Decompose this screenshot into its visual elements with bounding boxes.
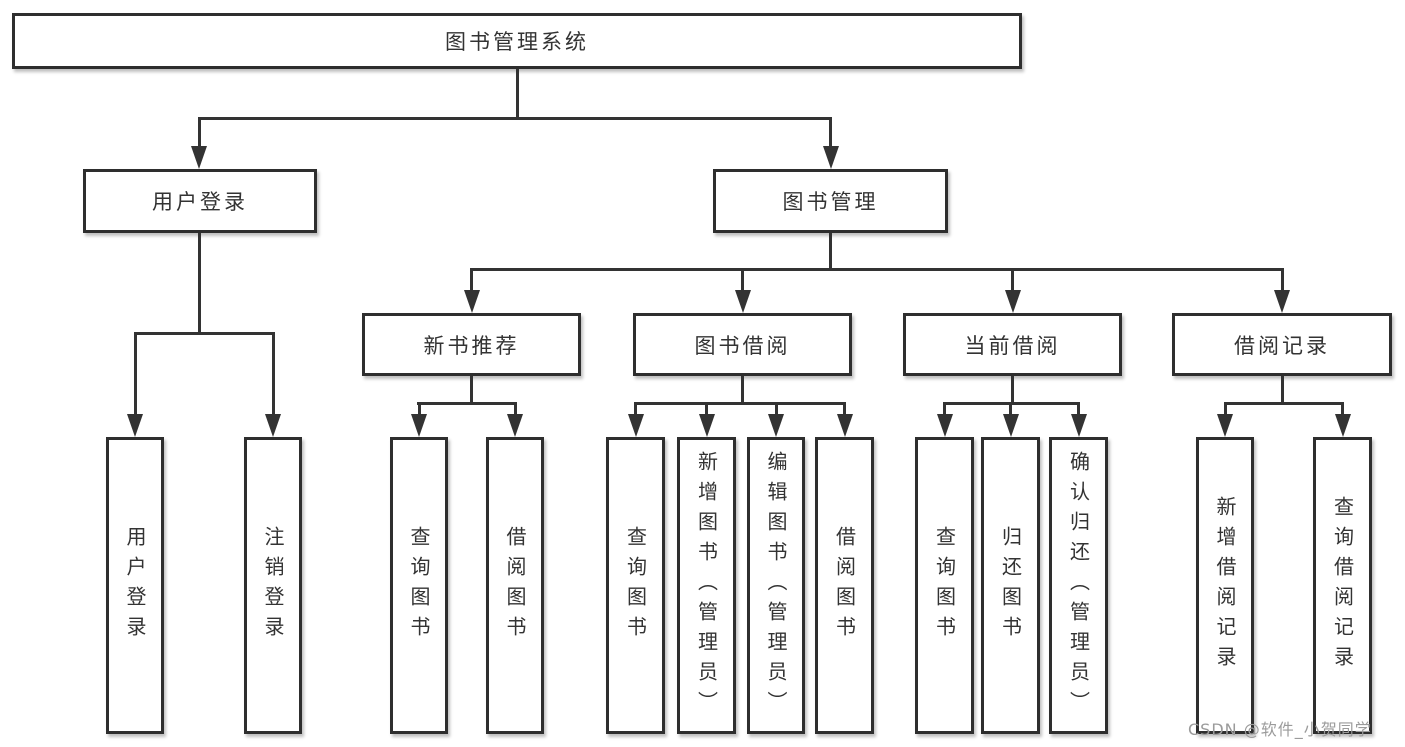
connector-line [1281,268,1284,293]
arrow-head [1335,414,1351,437]
arrow-head [1071,414,1087,437]
connector-line [198,117,832,120]
node-user-login: 用户登录 [83,169,317,233]
connector-line [1009,402,1012,416]
arrow-head [1005,290,1021,313]
arrow-head [1274,290,1290,313]
leaf-add-books-admin-label: 新增图书（管理员） [694,450,719,721]
leaf-query-books-current: 查询图书 [915,437,974,734]
connector-line [829,117,832,148]
connector-line [272,332,275,416]
leaf-logout: 注销登录 [244,437,302,734]
leaf-query-books-current-label: 查询图书 [932,525,957,646]
leaf-query-borrow-record-label: 查询借阅记录 [1330,495,1355,676]
connector-line [1224,402,1227,416]
leaf-query-borrow-record: 查询借阅记录 [1313,437,1372,734]
node-new-book-recommend-label: 新书推荐 [423,333,520,358]
connector-line [470,268,1284,271]
arrow-head [937,414,953,437]
node-user-login-label: 用户登录 [152,190,248,214]
leaf-user-login: 用户登录 [106,437,164,734]
connector-line [634,402,637,416]
leaf-add-books-admin: 新增图书（管理员） [677,437,736,734]
leaf-add-borrow-record-label: 新增借阅记录 [1213,495,1237,676]
arrow-head [191,146,207,169]
connector-line [1341,402,1344,416]
leaf-borrow-books-recommend-label: 借阅图书 [503,525,527,646]
connector-line [843,402,846,416]
leaf-return-books: 归还图书 [981,437,1040,734]
connector-line [470,268,473,293]
connector-line [1077,402,1080,416]
arrow-head [464,290,480,313]
arrow-head [699,414,715,437]
node-root-label: 图书管理系统 [445,30,589,54]
leaf-return-books-label: 归还图书 [998,525,1023,646]
connector-line [470,376,473,404]
watermark: CSDN @软件_小贺同学 [1188,720,1372,739]
connector-line [741,268,744,293]
leaf-edit-books-admin-label: 编辑图书（管理员） [764,450,788,721]
connector-line [134,332,137,416]
leaf-query-books-recommend-label: 查询图书 [407,525,431,646]
arrow-head [507,414,523,437]
leaf-confirm-return-admin-label: 确认归还（管理员） [1066,450,1091,721]
arrow-head [735,290,751,313]
arrow-head [768,414,784,437]
connector-line [741,376,744,404]
leaf-borrow-books-borrowing-label: 借阅图书 [832,525,857,646]
arrow-head [1003,414,1019,437]
leaf-edit-books-admin: 编辑图书（管理员） [747,437,805,734]
node-current-borrowing-label: 当前借阅 [964,333,1061,358]
node-borrow-records-label: 借阅记录 [1234,333,1330,358]
arrow-head [265,414,281,437]
connector-line [417,402,517,405]
arrow-head [628,414,644,437]
connector-line [1011,268,1014,293]
connector-line [198,117,201,148]
node-borrow-records: 借阅记录 [1172,313,1392,376]
node-current-borrowing: 当前借阅 [903,313,1122,376]
connector-line [1011,376,1014,404]
connector-line [514,402,517,416]
leaf-confirm-return-admin: 确认归还（管理员） [1049,437,1108,734]
connector-line [134,332,275,335]
leaf-query-books-borrowing: 查询图书 [606,437,665,734]
arrow-head [823,146,839,169]
connector-line [1224,402,1343,405]
leaf-borrow-books-borrowing: 借阅图书 [815,437,874,734]
node-book-management-label: 图书管理 [782,190,879,214]
leaf-query-books-borrowing-label: 查询图书 [623,525,648,646]
connector-line [634,402,846,405]
leaf-add-borrow-record: 新增借阅记录 [1196,437,1254,734]
connector-line [775,402,778,416]
node-root: 图书管理系统 [12,13,1022,69]
node-book-management: 图书管理 [713,169,948,233]
arrow-head [411,414,427,437]
connector-line [705,402,708,416]
leaf-user-login-label: 用户登录 [123,525,147,646]
connector-line [516,69,519,118]
arrow-head [837,414,853,437]
arrow-head [127,414,143,437]
leaf-logout-label: 注销登录 [261,525,285,646]
connector-line [829,233,832,270]
leaf-borrow-books-recommend: 借阅图书 [486,437,544,734]
node-book-borrowing: 图书借阅 [633,313,852,376]
leaf-query-books-recommend: 查询图书 [390,437,448,734]
connector-line [198,233,201,335]
node-new-book-recommend: 新书推荐 [362,313,581,376]
connector-line [418,402,421,416]
connector-line [1281,376,1284,404]
connector-line [943,402,946,416]
arrow-head [1217,414,1233,437]
node-book-borrowing-label: 图书借阅 [694,333,791,358]
